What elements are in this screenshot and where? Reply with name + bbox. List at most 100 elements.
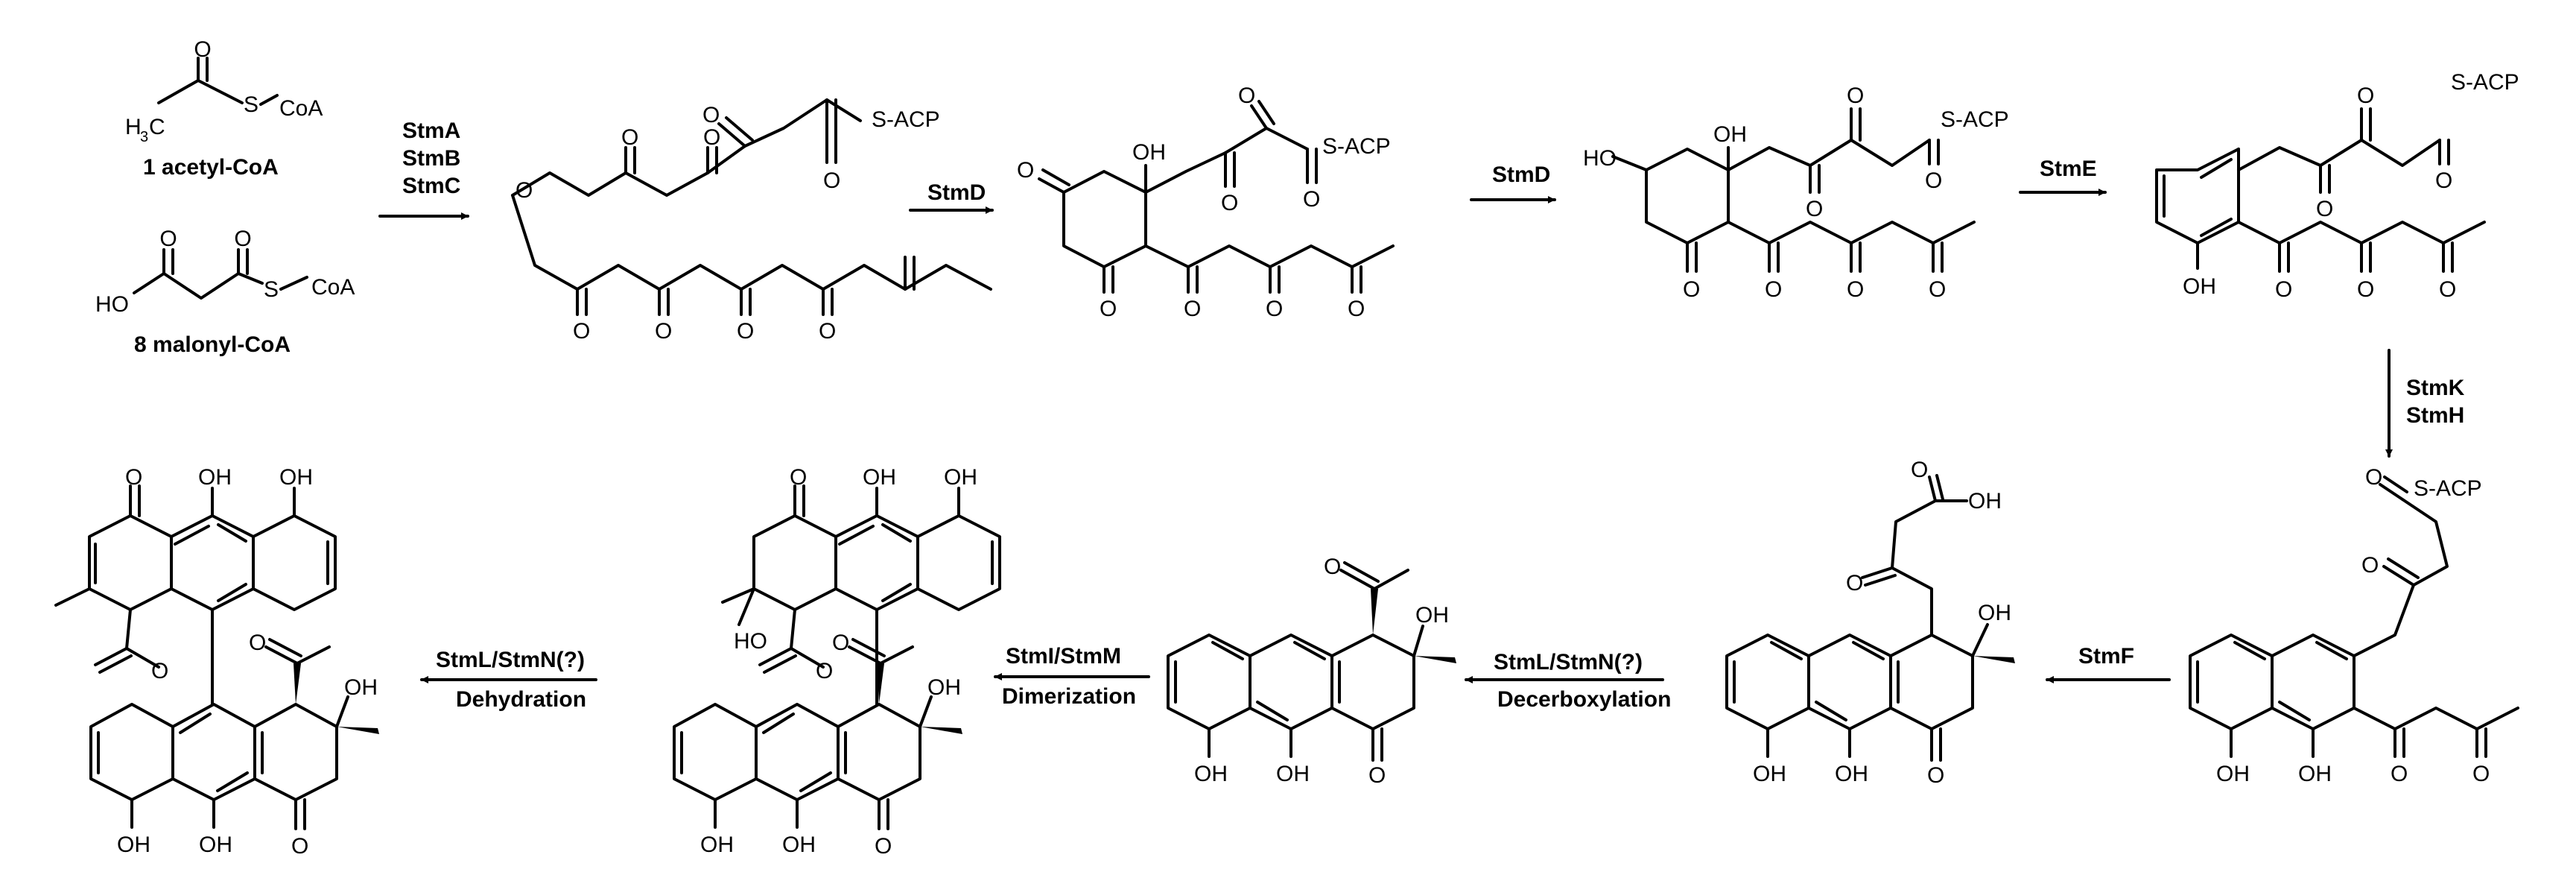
s1-o-7: O <box>655 319 672 344</box>
s3-s-acp: S-ACP <box>1941 107 2009 132</box>
s6-oh-3: OH <box>1978 601 2011 625</box>
s9-oh-4: OH <box>117 832 150 857</box>
s2-o-1: O <box>1017 158 1034 183</box>
s1-o-5: O <box>823 168 840 193</box>
dimer-intermediate: O OH OH HO O O OH OH OH O <box>673 465 1001 859</box>
s9-oh-1: OH <box>198 465 232 490</box>
s7-oh-3: OH <box>1415 603 1449 628</box>
s6-o-1: O <box>1911 458 1928 482</box>
s5-oh-2: OH <box>2298 762 2332 786</box>
s5-oh-1: OH <box>2216 762 2250 786</box>
s8-oh-4: OH <box>700 832 734 857</box>
methyl-c: C <box>149 115 165 139</box>
s4-o-4: O <box>2275 277 2292 302</box>
enzyme-stml-stmn-2: StmL/StmN(?) <box>436 648 585 672</box>
s2-o-5: O <box>1303 187 1320 212</box>
s3-o-2: O <box>1806 197 1823 221</box>
acetyl-coa-group: CoA <box>279 96 323 121</box>
s5-s-acp: S-ACP <box>2414 476 2482 501</box>
s2-oh: OH <box>1132 140 1166 165</box>
s2-o-2: O <box>1100 297 1117 321</box>
enzyme-stma: StmA <box>402 119 460 143</box>
s3-o-5: O <box>1765 277 1782 302</box>
s8-o-1: O <box>790 465 807 490</box>
s4-o-6: O <box>2439 277 2456 302</box>
malonyl-coa-group: CoA <box>311 275 355 300</box>
step-stmd-1: StmD <box>909 180 994 214</box>
s8-o-3: O <box>832 631 849 655</box>
enzyme-stmk: StmK <box>2406 376 2465 400</box>
naphthalene-intermediate: O S-ACP O OH OH O O <box>2189 465 2519 786</box>
s2-o-4: O <box>1238 83 1255 108</box>
step-stme: StmE <box>2019 157 2107 196</box>
s8-oh-3: OH <box>927 675 961 700</box>
malonyl-sulfur: S <box>264 277 279 302</box>
s8-o-4: O <box>875 834 892 859</box>
enzyme-stmh: StmH <box>2406 403 2464 428</box>
s2-o-8: O <box>1348 297 1365 321</box>
methyl-subscript: 3 <box>140 129 148 145</box>
acetyl-coa-structure: O H 3 C S CoA 1 acetyl-CoA <box>125 37 323 180</box>
s4-oh: OH <box>2183 274 2216 299</box>
ketoreduced-intermediate: HO O OH O O O S-ACP O O O <box>1583 83 2009 302</box>
s9-oh-3: OH <box>344 675 378 700</box>
s2-o-7: O <box>1266 297 1283 321</box>
s3-o-4: O <box>1925 168 1942 193</box>
step-dehydration: StmL/StmN(?) Dehydration <box>420 648 597 712</box>
acetyl-sulfur: S <box>244 92 258 117</box>
s9-oh-2: OH <box>279 465 313 490</box>
step-stmd-2: StmD <box>1470 162 1556 203</box>
s8-oh-2: OH <box>944 465 977 490</box>
s2-o-6: O <box>1184 297 1201 321</box>
s3-o-1: O <box>1683 277 1700 302</box>
s6-oh-acid: OH <box>1968 489 2002 514</box>
s8-o-2: O <box>816 659 833 683</box>
methyl-h: H <box>125 115 142 139</box>
s7-oh-1: OH <box>1194 762 1228 786</box>
s8-ho: HO <box>734 629 767 654</box>
s1-o-6: O <box>573 319 590 344</box>
s3-ho: HO <box>1583 146 1617 171</box>
caption-decarboxylation: Decerboxylation <box>1497 687 1671 712</box>
enzyme-stml-stmn-1: StmL/StmN(?) <box>1494 650 1643 674</box>
cyclized-intermediate-1: O O OH O O O S-ACP O O O <box>1017 83 1395 321</box>
malonyl-coa-label: 8 malonyl-CoA <box>134 332 291 357</box>
final-product: O OH OH O O OH OH OH O <box>54 465 379 859</box>
s9-o-2: O <box>151 659 168 683</box>
step-stmk-stmh: StmK StmH <box>2385 349 2465 458</box>
s5-o-3: O <box>2391 762 2408 786</box>
s6-oh-2: OH <box>1835 762 1868 786</box>
enzyme-stmb: StmB <box>402 146 460 171</box>
step-stmabc: StmA StmB StmC <box>378 119 469 220</box>
anthracenone-acid: O OH O OH OH OH O <box>1725 458 2015 788</box>
s8-oh-1: OH <box>863 465 896 490</box>
s6-oh-1: OH <box>1753 762 1786 786</box>
s8-oh-5: OH <box>782 832 816 857</box>
s7-o-1: O <box>1324 555 1341 579</box>
s2-s-acp: S-ACP <box>1322 134 1391 159</box>
s1-s-acp: S-ACP <box>872 107 940 132</box>
s4-o-2: O <box>2357 83 2374 108</box>
acetyl-oxygen: O <box>194 37 211 62</box>
enzyme-stmf: StmF <box>2078 644 2134 669</box>
s4-o-5: O <box>2357 277 2374 302</box>
s5-o-1: O <box>2365 465 2382 490</box>
enzyme-stmd-2: StmD <box>1492 162 1550 187</box>
s9-o-1: O <box>125 465 142 490</box>
malonyl-coa-structure: O O HO S CoA 8 malonyl-CoA <box>95 227 355 357</box>
caption-dimerization: Dimerization <box>1002 684 1136 709</box>
s9-o-4: O <box>291 834 308 859</box>
s2-o-3: O <box>1221 191 1238 215</box>
s3-o-3: O <box>1847 83 1864 108</box>
s4-s-acp: S-ACP <box>2451 70 2519 95</box>
enzyme-stmd-1: StmD <box>927 180 986 205</box>
linear-polyketide-structure: O O O O O S-ACP O O O O <box>511 98 992 344</box>
s6-o-2: O <box>1846 571 1863 595</box>
s7-oh-2: OH <box>1276 762 1310 786</box>
malonyl-oxygen-2: O <box>234 227 251 251</box>
s3-o-7: O <box>1929 277 1946 302</box>
step-stmf: StmF <box>2046 644 2171 683</box>
malonyl-oxygen-1: O <box>159 227 177 251</box>
s9-o-3: O <box>249 631 266 655</box>
